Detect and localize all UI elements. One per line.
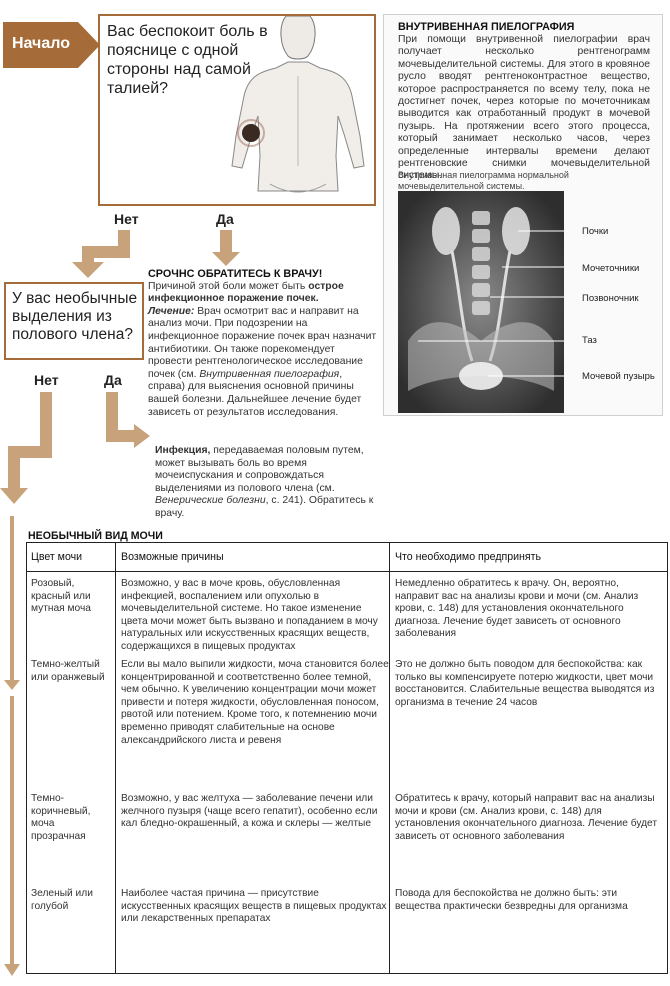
back-pain-illustration (231, 16, 365, 193)
left-guide-line-1 (10, 516, 14, 684)
urine-table: Цвет мочи Возможные причины Что необходи… (26, 542, 668, 974)
label-pelvis: Таз (582, 335, 597, 346)
q1-yes-arrow (212, 230, 240, 266)
q1-no-arrow (72, 230, 130, 278)
xray-image (398, 191, 564, 413)
treatment-text: Врач осмотрит вас и направит на анализ м… (148, 305, 377, 380)
treatment-ref: Внутривенная пиелография (199, 368, 340, 380)
question-1-text: Вас беспокоит боль в пояснице с одной ст… (107, 23, 268, 97)
row1-cause: Возможно, у вас в моче кровь, обусловлен… (121, 578, 378, 652)
infection-text: передаваемая половым путем, может вызыва… (155, 445, 364, 494)
q2-yes-arrow (106, 392, 150, 448)
row3-action: Обратитесь к врачу, который направит вас… (395, 793, 658, 842)
row3-color: Темно-коричневый, моча прозрачная (31, 793, 91, 842)
row2-cause: Если вы мало выпили жидкости, моча стано… (121, 659, 389, 746)
row3-cause: Возможно, у вас желтуха — заболевание пе… (121, 793, 378, 830)
row4-action: Повода для беспокойства не должно быть: … (395, 888, 628, 912)
urgent-text-a: Причиной этой боли может быть (148, 280, 309, 292)
question-1-box: Вас беспокоит боль в пояснице с одной ст… (98, 14, 376, 206)
urgent-advice-block: СРОЧНС ОБРАТИТЕСЬ К ВРАЧУ! Причиной этой… (148, 268, 380, 419)
pain-spot-icon (242, 124, 260, 142)
row2-color: Темно-желтый или оранжевый (31, 659, 105, 683)
urgent-body: Причиной этой боли может быть острое инф… (148, 281, 380, 420)
pyelography-title: ВНУТРИВЕННАЯ ПИЕЛОГРАФИЯ (398, 21, 575, 33)
infection-block: Инфекция, передаваемая половым путем, мо… (155, 445, 383, 521)
row4-color: Зеленый или голубой (31, 888, 93, 912)
header-causes: Возможные причины (121, 543, 391, 572)
pyelography-text: При помощи внутривенной пиелографии врач… (398, 34, 650, 182)
infection-bold: Инфекция, (155, 445, 211, 456)
q2-no-arrow (0, 392, 52, 504)
left-guide-line-2 (10, 696, 14, 968)
label-ureters: Мочеточники (582, 263, 640, 274)
infection-ref: Венерические болезни (155, 495, 266, 507)
treatment-tail: , справа) для выяснения основной причины… (148, 368, 362, 418)
row1-action: Немедленно обратитесь к врачу. Он, вероя… (395, 578, 639, 640)
urgent-diagnosis: острое инфекционное поражение почек. (148, 280, 344, 305)
infection-tail: , с. 241). Обратитесь к врачу. (155, 495, 374, 519)
q1-yes-label: Да (216, 211, 234, 227)
q1-no-label: Нет (114, 211, 139, 227)
label-spine: Позвоночник (582, 293, 639, 304)
urine-table-title: НЕОБЫЧНЫЙ ВИД МОЧИ (28, 530, 163, 542)
header-color: Цвет мочи (31, 543, 111, 572)
label-bladder: Мочевой пузырь (582, 371, 655, 382)
row4-cause: Наиболее частая причина — присутствие ис… (121, 888, 387, 925)
urgent-title: СРОЧНС ОБРАТИТЕСЬ К ВРАЧУ! (148, 268, 323, 280)
label-kidneys: Почки (582, 226, 609, 237)
start-arrow-shape (3, 22, 100, 68)
question-2-box: У вас необычные выделения из полового чл… (4, 282, 144, 360)
question-2-text: У вас необычные выделения из полового чл… (12, 290, 138, 343)
header-actions: Что необходимо предпринять (395, 543, 663, 572)
row2-action: Это не должно быть поводом для беспокойс… (395, 659, 655, 708)
q2-yes-label: Да (104, 372, 122, 388)
treatment-label: Лечение: (148, 305, 195, 317)
row1-color: Розовый, красный или мутная моча (31, 578, 91, 615)
pyelography-panel: ВНУТРИВЕННАЯ ПИЕЛОГРАФИЯ При помощи внут… (383, 14, 663, 416)
start-label: Начало (12, 35, 70, 52)
xray-caption: Внутривенная пиелограмма нормальной моче… (398, 170, 569, 191)
q2-no-label: Нет (34, 372, 59, 388)
